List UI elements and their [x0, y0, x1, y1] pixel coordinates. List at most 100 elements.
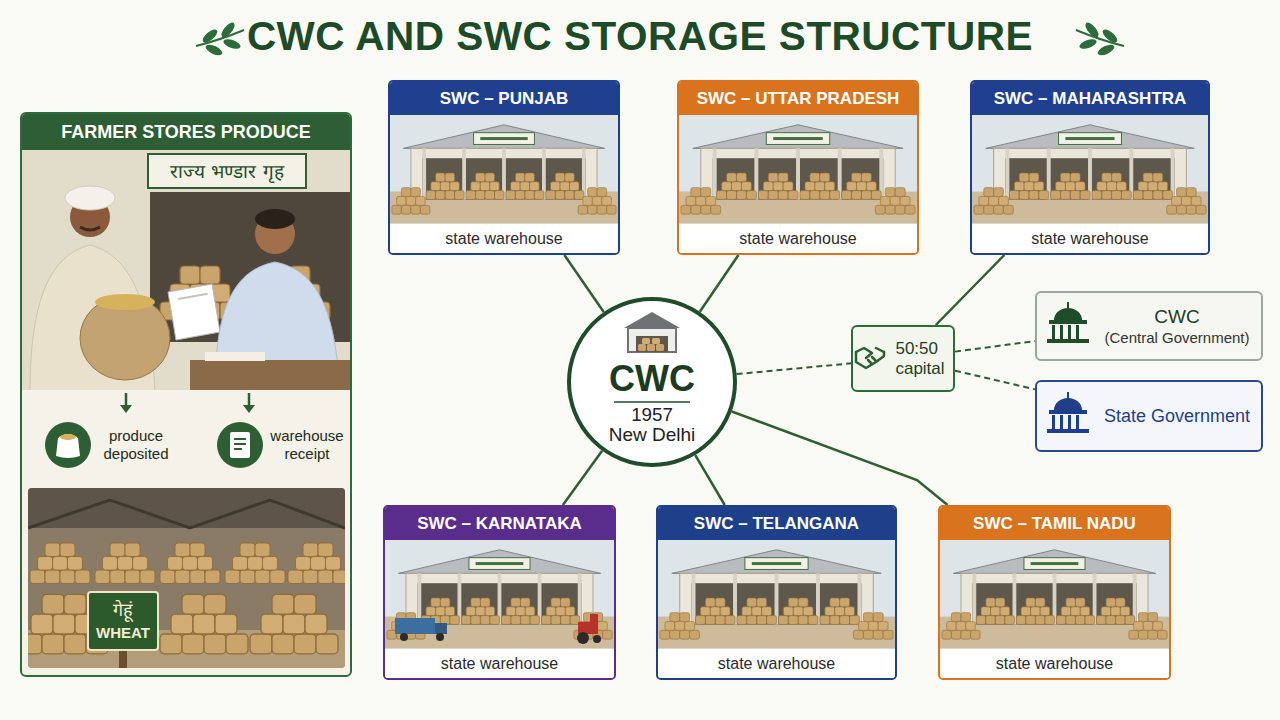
tractor: [590, 614, 598, 623]
node-text: state warehouse: [996, 654, 1113, 673]
warehouse-box: SWC – UTTAR PRADESH state warehouse: [677, 80, 919, 255]
handshake-icon: [856, 348, 884, 368]
receipt-icon: [234, 438, 246, 440]
info-box: CWC(Central Government): [1035, 291, 1263, 361]
node-text: state warehouse: [739, 229, 856, 248]
warehouse-icon: [642, 338, 650, 344]
box-heading: SWC – TELANGANA: [694, 513, 859, 534]
side-panel: FARMER STORES PRODUCE: [20, 112, 352, 677]
connector-line: [732, 411, 948, 505]
government-icon: [1076, 415, 1079, 429]
text-band: SWC – PUNJAB: [390, 82, 618, 115]
node-text: CWC: [609, 359, 695, 399]
hub-circle: CWC1957New Delhi: [567, 297, 737, 467]
farmer-photo: [190, 360, 350, 390]
warehouse-box: SWC – TELANGANA state warehouse: [656, 505, 897, 680]
separator-line: [614, 401, 690, 403]
government-icon: [1067, 392, 1069, 399]
sign-text: राज्य भण्डार गृह: [150, 156, 304, 186]
label-slot: warehouse receipt: [266, 427, 348, 463]
title-slot: CWC AND SWC STORAGE STRUCTURE: [240, 8, 1040, 64]
box-heading: SWC – MAHARASHTRA: [994, 88, 1187, 109]
receipt-icon: [230, 432, 250, 458]
warehouse-picture: [940, 540, 1169, 648]
text-band: SWC – UTTAR PRADESH: [679, 82, 917, 115]
box-heading: SWC – PUNJAB: [440, 88, 568, 109]
info-box: 50:50 capital: [851, 325, 955, 392]
text-band: SWC – TELANGANA: [658, 507, 895, 540]
flow-arrow: [120, 393, 255, 413]
farmer-photo: [148, 154, 306, 188]
box-heading: SWC – KARNATAKA: [417, 513, 582, 534]
node-text: 50:50 capital: [895, 339, 944, 379]
handshake-icon: [856, 352, 884, 368]
flow-arrow: [243, 405, 255, 413]
government-icon: [1049, 410, 1087, 414]
connector-line: [563, 451, 602, 505]
farmer-photo: [178, 293, 208, 300]
label-slot: गेहूं: [88, 598, 158, 622]
text-band: state warehouse: [658, 648, 895, 678]
circle-shape: [569, 299, 735, 465]
produce-icon: [45, 422, 91, 468]
government-icon: [1052, 325, 1055, 339]
connector-line: [936, 255, 1005, 325]
government-icon: [1047, 392, 1089, 433]
text-band: 50:50 capital: [895, 339, 944, 379]
wheat-photo: [30, 543, 90, 584]
info-box: State Government: [1035, 380, 1263, 452]
tractor: [395, 614, 601, 644]
capital-link: [955, 371, 1035, 390]
government-icon: [1068, 415, 1071, 429]
flow-arrow: [248, 393, 251, 405]
tractor: [435, 623, 447, 634]
tractor: [577, 632, 589, 644]
node-text: FARMER STORES PRODUCE: [61, 122, 311, 142]
government-icon: [1049, 320, 1087, 324]
wheat-photo: [250, 594, 338, 653]
step-caption: produce deposited: [94, 427, 178, 463]
warehouse-box: SWC – KARNATAKA state warehouse: [383, 505, 616, 680]
connector-line: [700, 255, 739, 312]
text-band: state warehouse: [385, 648, 614, 678]
text-band: state warehouse: [940, 648, 1169, 678]
box-heading: SWC – UTTAR PRADESH: [697, 88, 900, 109]
text-band: SWC – KARNATAKA: [385, 507, 614, 540]
government-icon: [1047, 339, 1089, 343]
title-leaf: [204, 43, 224, 58]
wheat-photo: [95, 543, 155, 584]
label-slot: WHEAT: [88, 624, 158, 642]
produce-icon: [45, 422, 91, 468]
warehouse-picture: [658, 540, 895, 648]
title-leaf: [222, 37, 242, 51]
warehouse-icon: [656, 344, 664, 351]
receipt-icon: [217, 422, 263, 468]
text-band: SWC – MAHARASHTRA: [972, 82, 1208, 115]
node-text: state warehouse: [445, 229, 562, 248]
node-text: state warehouse: [718, 654, 835, 673]
warehouse-picture: [385, 540, 614, 648]
connector-line: [564, 255, 603, 312]
title-leaf: [219, 21, 237, 40]
government-icon: [1054, 398, 1082, 410]
produce-icon: [56, 434, 80, 458]
wheat-photo: [28, 500, 345, 528]
tractor: [436, 633, 444, 641]
warehouse-icon: [636, 336, 668, 352]
text-band: state warehouse: [390, 223, 618, 253]
government-icon: [1054, 308, 1082, 320]
box-heading: SWC – TAMIL NADU: [973, 513, 1136, 534]
title-leaf: [201, 27, 220, 45]
receipt-icon: [217, 422, 263, 468]
warehouse-picture: [972, 115, 1208, 223]
node-text: state warehouse: [1031, 229, 1148, 248]
node-text: state warehouse: [441, 654, 558, 673]
wheat-photo: [160, 594, 248, 653]
label-slot: produce deposited: [94, 427, 178, 463]
farmer-photo: [22, 150, 350, 390]
warehouse-picture: [679, 115, 917, 223]
title-leaf: [1096, 43, 1116, 58]
farmer-photo: [80, 227, 100, 230]
